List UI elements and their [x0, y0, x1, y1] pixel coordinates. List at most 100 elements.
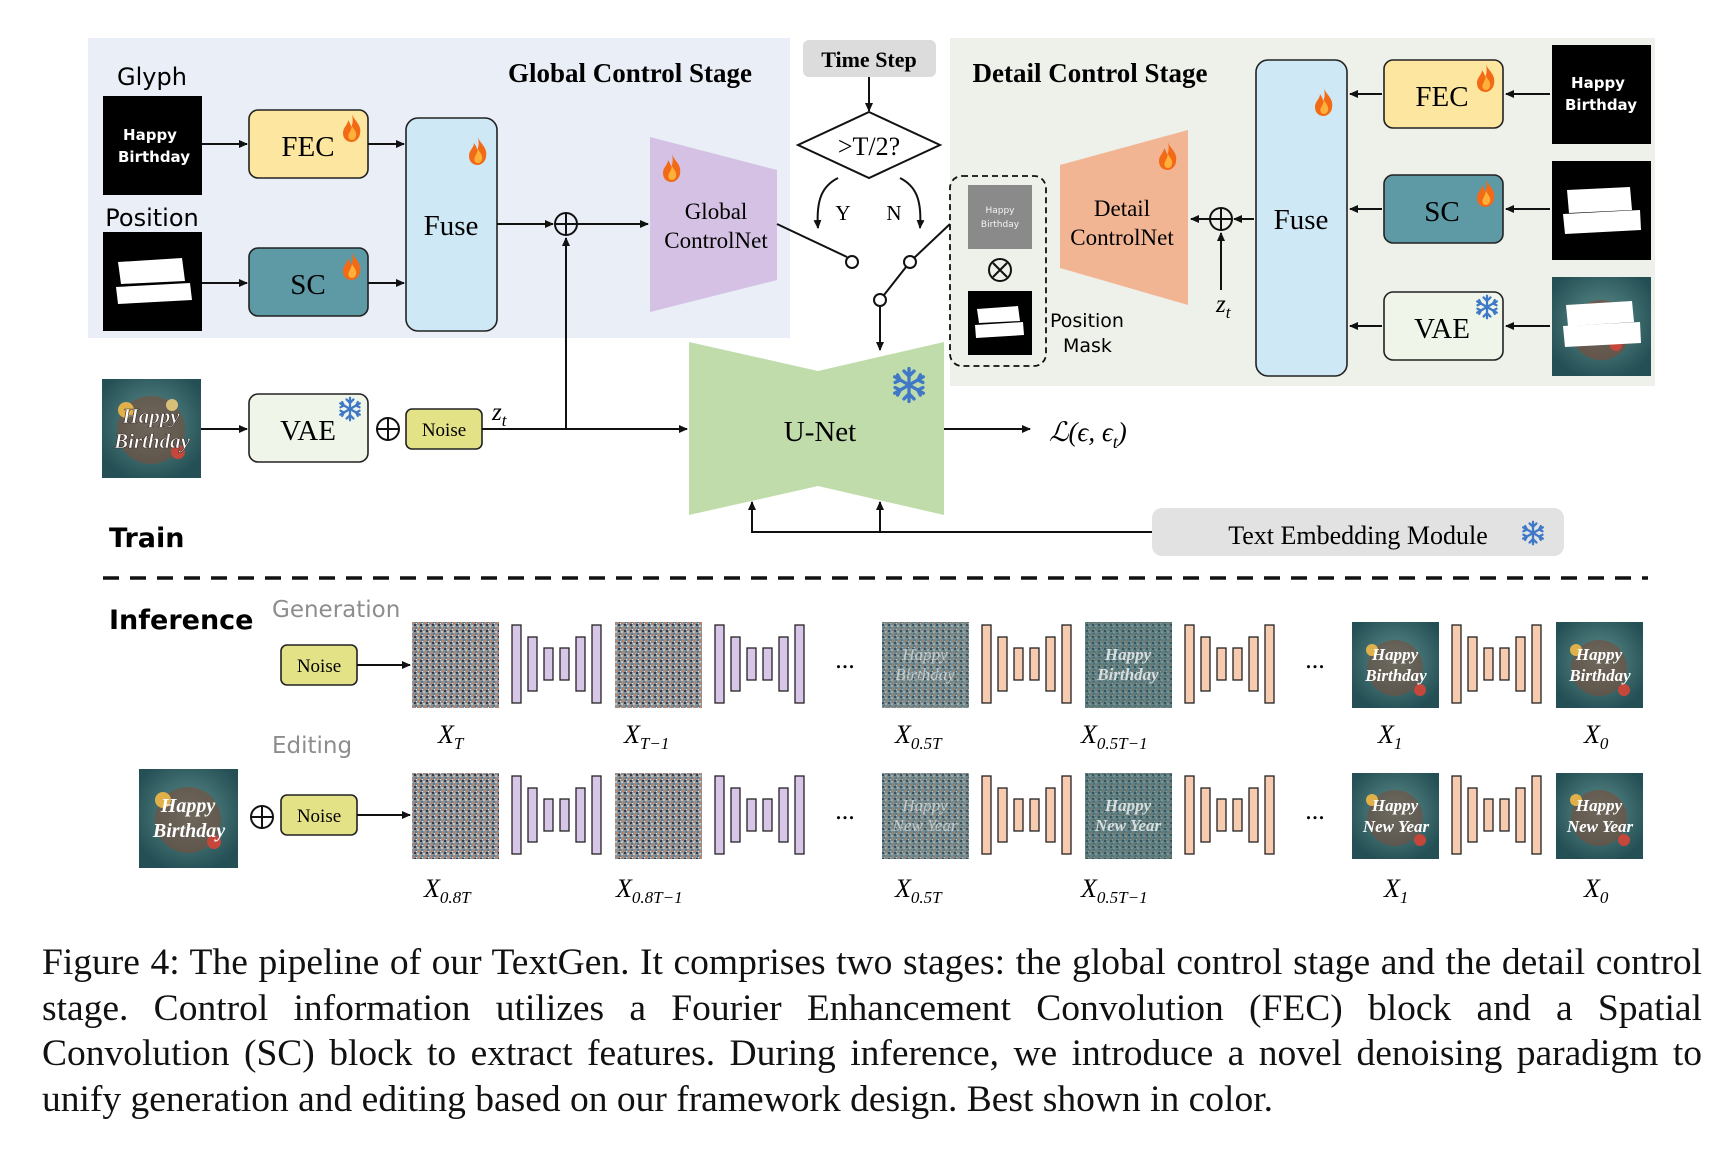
label-x08t-1: X0.8T−1	[615, 874, 683, 907]
detail-controlnet-label-line1: Detail	[1094, 196, 1150, 221]
denoise-block-orange	[1451, 624, 1542, 704]
position-label: Position	[105, 204, 198, 232]
zt-label: zt	[491, 399, 508, 430]
detail-glyph-text-line2: Birthday	[1565, 96, 1637, 114]
unet-label: U-Net	[784, 416, 856, 448]
svg-text:Happy: Happy	[901, 645, 948, 664]
editing-label: Editing	[272, 733, 352, 759]
inference-section-label: Inference	[109, 605, 254, 636]
denoise-block-purple	[714, 775, 805, 855]
yes-label: Y	[835, 201, 850, 225]
generation-frame-x05t-1: Happy Birthday	[1085, 622, 1172, 708]
editing-frame-x08t-1	[615, 773, 702, 859]
label-xt-1: XT−1	[623, 720, 669, 753]
switch-contact-detail	[903, 255, 917, 269]
editing-ellipsis-2: ...	[1305, 796, 1325, 825]
editing-frame-x08t	[412, 773, 499, 859]
svg-text:Birthday: Birthday	[895, 665, 955, 684]
text-embedding-module	[1152, 508, 1564, 556]
svg-text:Happy: Happy	[1104, 645, 1152, 664]
global-controlnet-label-line1: Global	[685, 199, 748, 224]
editing-frame-x05t: Happy New Year	[882, 773, 969, 859]
detail-vae-block	[1383, 291, 1504, 361]
label-x08t: X0.8T	[423, 874, 472, 907]
denoise-block-orange	[981, 775, 1072, 855]
label-edit-x1: X1	[1383, 874, 1408, 907]
editing-ellipsis-1: ...	[835, 796, 855, 825]
loss-label: ℒ(ϵ, ϵt)	[1049, 417, 1127, 452]
global-controlnet-block	[650, 137, 777, 312]
position-mask-box2	[116, 283, 192, 304]
position-mask-group	[949, 175, 1047, 367]
time-step-condition: >T/2?	[838, 132, 900, 161]
detail-controlnet-block	[1060, 130, 1188, 305]
detail-sc-label: SC	[1424, 196, 1459, 228]
mask-glyph-text-line1: Happy	[985, 206, 1015, 216]
generation-ellipsis-2: ...	[1305, 645, 1325, 674]
multiply-operator	[988, 258, 1012, 282]
svg-text:Happy: Happy	[1371, 796, 1419, 815]
position-mask-label-line2: Mask	[1063, 335, 1112, 357]
generation-frame-x05t: Happy Birthday	[882, 622, 969, 708]
generation-label: Generation	[272, 597, 400, 623]
global-fec-label: FEC	[281, 131, 334, 163]
detail-fuse-label: Fuse	[1274, 204, 1329, 236]
denoise-block-orange	[1184, 775, 1275, 855]
detail-fec-label: FEC	[1415, 81, 1468, 113]
figure-caption: Figure 4: The pipeline of our TextGen. I…	[42, 942, 1702, 1120]
svg-text:Happy: Happy	[1575, 796, 1623, 815]
glyph-image-text-line2: Birthday	[118, 148, 190, 166]
denoise-block-orange	[981, 624, 1072, 704]
svg-text:Birthday: Birthday	[1096, 665, 1159, 684]
mask-glyph-image	[968, 185, 1032, 249]
global-sc-label: SC	[290, 269, 325, 301]
editing-source-image: Happy Birthday	[139, 769, 238, 868]
denoise-block-orange	[1451, 775, 1542, 855]
svg-text:New Year: New Year	[891, 816, 957, 835]
global-controlnet-label-line2: ControlNet	[664, 228, 768, 253]
generation-frame-x1: Happy Birthday	[1352, 622, 1439, 708]
label-xt: XT	[437, 720, 465, 753]
input-image-text-line2: Birthday	[113, 429, 191, 453]
detail-fec-block	[1383, 59, 1504, 129]
glyph-label: Glyph	[117, 63, 187, 91]
svg-text:Happy: Happy	[1104, 796, 1152, 815]
time-step-condition-diamond	[795, 110, 943, 180]
switch-pivot	[873, 293, 887, 307]
global-fuse-label: Fuse	[424, 210, 479, 242]
detail-glyph-image	[1552, 45, 1651, 144]
denoise-block-purple	[714, 624, 805, 704]
position-mask-label-line1: Position	[1050, 310, 1124, 332]
svg-text:Happy: Happy	[1575, 645, 1623, 664]
editing-frame-x0: Happy New Year	[1556, 773, 1643, 859]
time-step-label: Time Step	[821, 47, 917, 72]
svg-text:Birthday: Birthday	[1364, 666, 1427, 685]
detail-zt-label: zt	[1215, 291, 1232, 322]
unet-block	[689, 342, 944, 515]
label-x05t: X0.5T	[894, 720, 943, 753]
generation-ellipsis-1: ...	[835, 645, 855, 674]
editing-frame-x1: Happy New Year	[1352, 773, 1439, 859]
vae-label: VAE	[280, 415, 336, 447]
time-step-box	[803, 40, 936, 77]
svg-text:Birthday: Birthday	[1568, 666, 1631, 685]
position-mask-box1	[118, 258, 185, 284]
label-x0: X0	[1583, 720, 1609, 753]
detail-stage-title: Detail Control Stage	[973, 58, 1208, 88]
global-stage-title: Global Control Stage	[508, 58, 752, 88]
glyph-image-text-line1: Happy	[123, 126, 177, 144]
generation-frame-xt	[412, 622, 499, 708]
train-section-label: Train	[109, 523, 184, 554]
denoise-block-purple	[511, 624, 602, 704]
generation-frame-x0: Happy Birthday	[1556, 622, 1643, 708]
editing-frame-x05t-1: Happy New Year	[1085, 773, 1172, 859]
detail-fuse-block	[1255, 59, 1348, 377]
mask-glyph-text-line2: Birthday	[981, 220, 1020, 230]
svg-text:New Year: New Year	[1094, 816, 1162, 835]
label-x05t-1: X0.5T−1	[1080, 720, 1148, 753]
glyph-image	[103, 96, 202, 195]
editing-noise-label: Noise	[297, 806, 341, 827]
svg-text:Happy: Happy	[901, 796, 948, 815]
no-label: N	[886, 201, 901, 225]
